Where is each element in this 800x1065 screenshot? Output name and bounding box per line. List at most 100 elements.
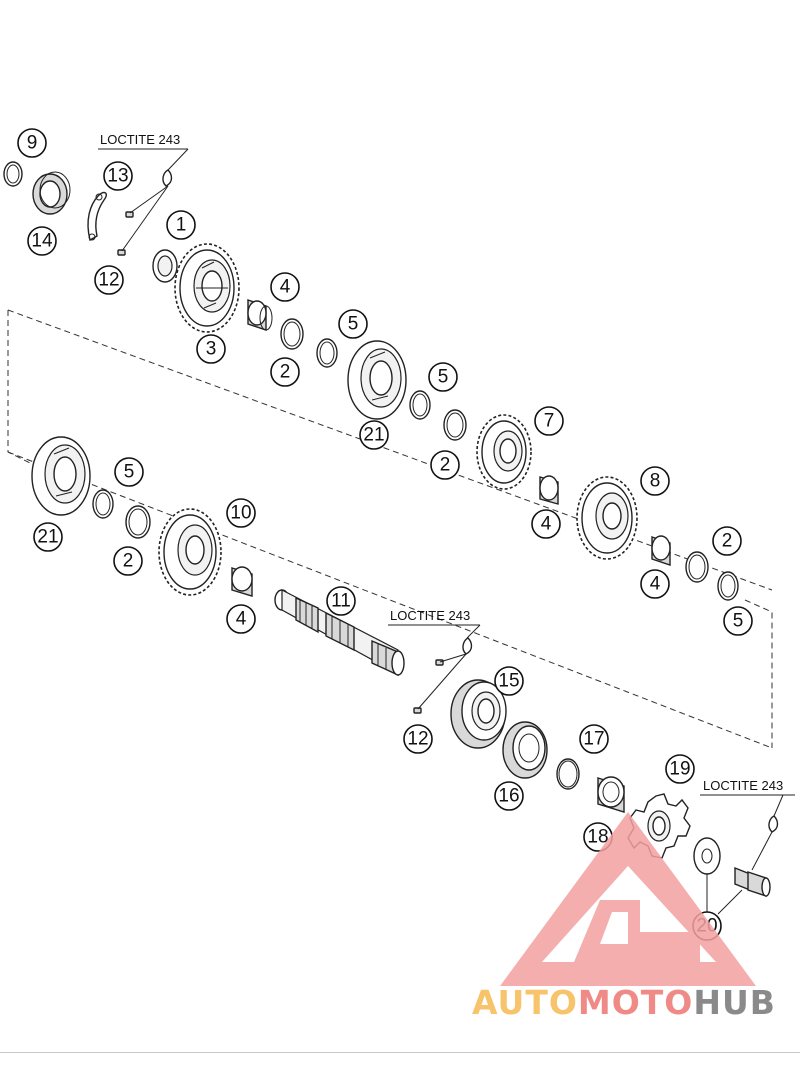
callout-3: 3 (196, 334, 226, 364)
loctite-label-3: LOCTITE 243 (703, 778, 783, 793)
part-12-screw-2 (435, 659, 444, 666)
part-5-circlip-4 (92, 489, 114, 519)
part-5-circlip-2 (409, 390, 431, 420)
callout-8: 8 (640, 466, 670, 496)
svg-text:4: 4 (236, 609, 247, 630)
bottom-divider (0, 1052, 800, 1053)
svg-text:3: 3 (206, 339, 217, 360)
watermark-part-auto: AUTO (472, 983, 578, 1022)
callout-9: 9 (17, 128, 47, 158)
callout-14: 14 (27, 226, 57, 256)
part-4-needle-bearing-4 (231, 566, 253, 597)
svg-text:5: 5 (124, 462, 135, 483)
part-12-screw (117, 249, 126, 256)
svg-text:5: 5 (348, 314, 359, 335)
callout-19: 19 (665, 754, 695, 784)
svg-text:13: 13 (107, 166, 128, 187)
callout-1: 1 (166, 210, 196, 240)
part-19-sprocket (627, 793, 691, 859)
svg-text:21: 21 (363, 425, 384, 446)
assembly-dash-lines (7, 309, 773, 749)
callout-2d: 2 (712, 526, 742, 556)
svg-text:16: 16 (498, 786, 519, 807)
part-8-gear (576, 476, 638, 560)
part-21-shift-dog-2 (31, 436, 91, 516)
loctite-drop-1 (162, 169, 173, 187)
svg-text:5: 5 (438, 367, 449, 388)
svg-text:1: 1 (176, 215, 187, 236)
svg-text:2: 2 (123, 551, 134, 572)
callout-2b: 2 (430, 450, 460, 480)
svg-text:14: 14 (31, 231, 53, 252)
loctite-label-2: LOCTITE 243 (390, 608, 470, 623)
part-14-bearing (32, 171, 71, 215)
svg-text:15: 15 (498, 671, 519, 692)
part-9-circlip (3, 161, 23, 187)
callout-4: 4 (270, 272, 300, 302)
part-10-gear (158, 508, 222, 596)
callout-2c: 2 (113, 546, 143, 576)
callout-16: 16 (494, 781, 524, 811)
callout-5b: 5 (428, 362, 458, 392)
svg-text:7: 7 (544, 411, 555, 432)
callout-2: 2 (270, 357, 300, 387)
part-2-washer (280, 318, 304, 350)
part-2-washer-2 (443, 409, 467, 441)
part-13-screw (125, 211, 134, 218)
part-15-ball-bearing (450, 679, 507, 749)
part-16-shaft-seal (502, 721, 548, 779)
svg-text:5: 5 (733, 611, 744, 632)
callout-10: 10 (226, 498, 256, 528)
leader-lines (98, 148, 795, 915)
callout-4d: 4 (640, 569, 670, 599)
callout-21: 21 (359, 420, 389, 450)
svg-text:2: 2 (440, 455, 451, 476)
svg-text:4: 4 (280, 277, 291, 298)
part-3-gear (174, 243, 240, 333)
svg-text:19: 19 (669, 759, 690, 780)
part-20-washer (693, 837, 721, 875)
svg-text:18: 18 (587, 827, 608, 848)
callout-21b: 21 (33, 522, 63, 552)
svg-text:12: 12 (98, 270, 119, 291)
callout-12b: 12 (403, 724, 433, 754)
part-4-needle-bearing (247, 299, 273, 331)
svg-text:17: 17 (583, 729, 604, 750)
part-13-retainer-bracket (87, 191, 107, 242)
part-11-transmission-shaft (274, 589, 405, 677)
part-7-gear (476, 414, 532, 490)
callout-7: 7 (534, 406, 564, 436)
callout-4c: 4 (226, 604, 256, 634)
part-2-washer-4 (125, 505, 151, 539)
part-5-circlip-3 (717, 571, 739, 601)
svg-text:4: 4 (541, 514, 552, 535)
callout-5d: 5 (723, 606, 753, 636)
svg-text:12: 12 (407, 729, 428, 750)
part-20-bolt (734, 866, 771, 897)
part-4-needle-bearing-3 (651, 535, 671, 566)
svg-text:2: 2 (722, 531, 733, 552)
watermark-part-moto: MOTO (577, 983, 694, 1022)
svg-text:4: 4 (650, 574, 661, 595)
part-4-needle-bearing-2 (539, 475, 559, 505)
callout-4b: 4 (531, 509, 561, 539)
watermark-part-hub: HUB (693, 983, 776, 1022)
svg-text:8: 8 (650, 471, 661, 492)
callout-13: 13 (103, 161, 133, 191)
loctite-drop-2 (462, 637, 473, 655)
svg-text:11: 11 (331, 591, 351, 612)
part-2-washer-3 (685, 551, 709, 583)
svg-text:21: 21 (37, 527, 58, 548)
part-18-spacer (597, 776, 625, 813)
part-21-shift-dog (347, 340, 407, 420)
callout-15: 15 (494, 666, 524, 696)
loctite-drop-3 (768, 815, 779, 833)
watermark-logo-mark (500, 812, 756, 986)
callout-5: 5 (338, 309, 368, 339)
watermark-brand-text: AUTOMOTOHUB (472, 983, 776, 1022)
svg-text:9: 9 (27, 133, 38, 154)
loctite-label-1: LOCTITE 243 (100, 132, 180, 147)
part-1-thrust-washer (152, 249, 178, 283)
callout-12: 12 (94, 265, 124, 295)
